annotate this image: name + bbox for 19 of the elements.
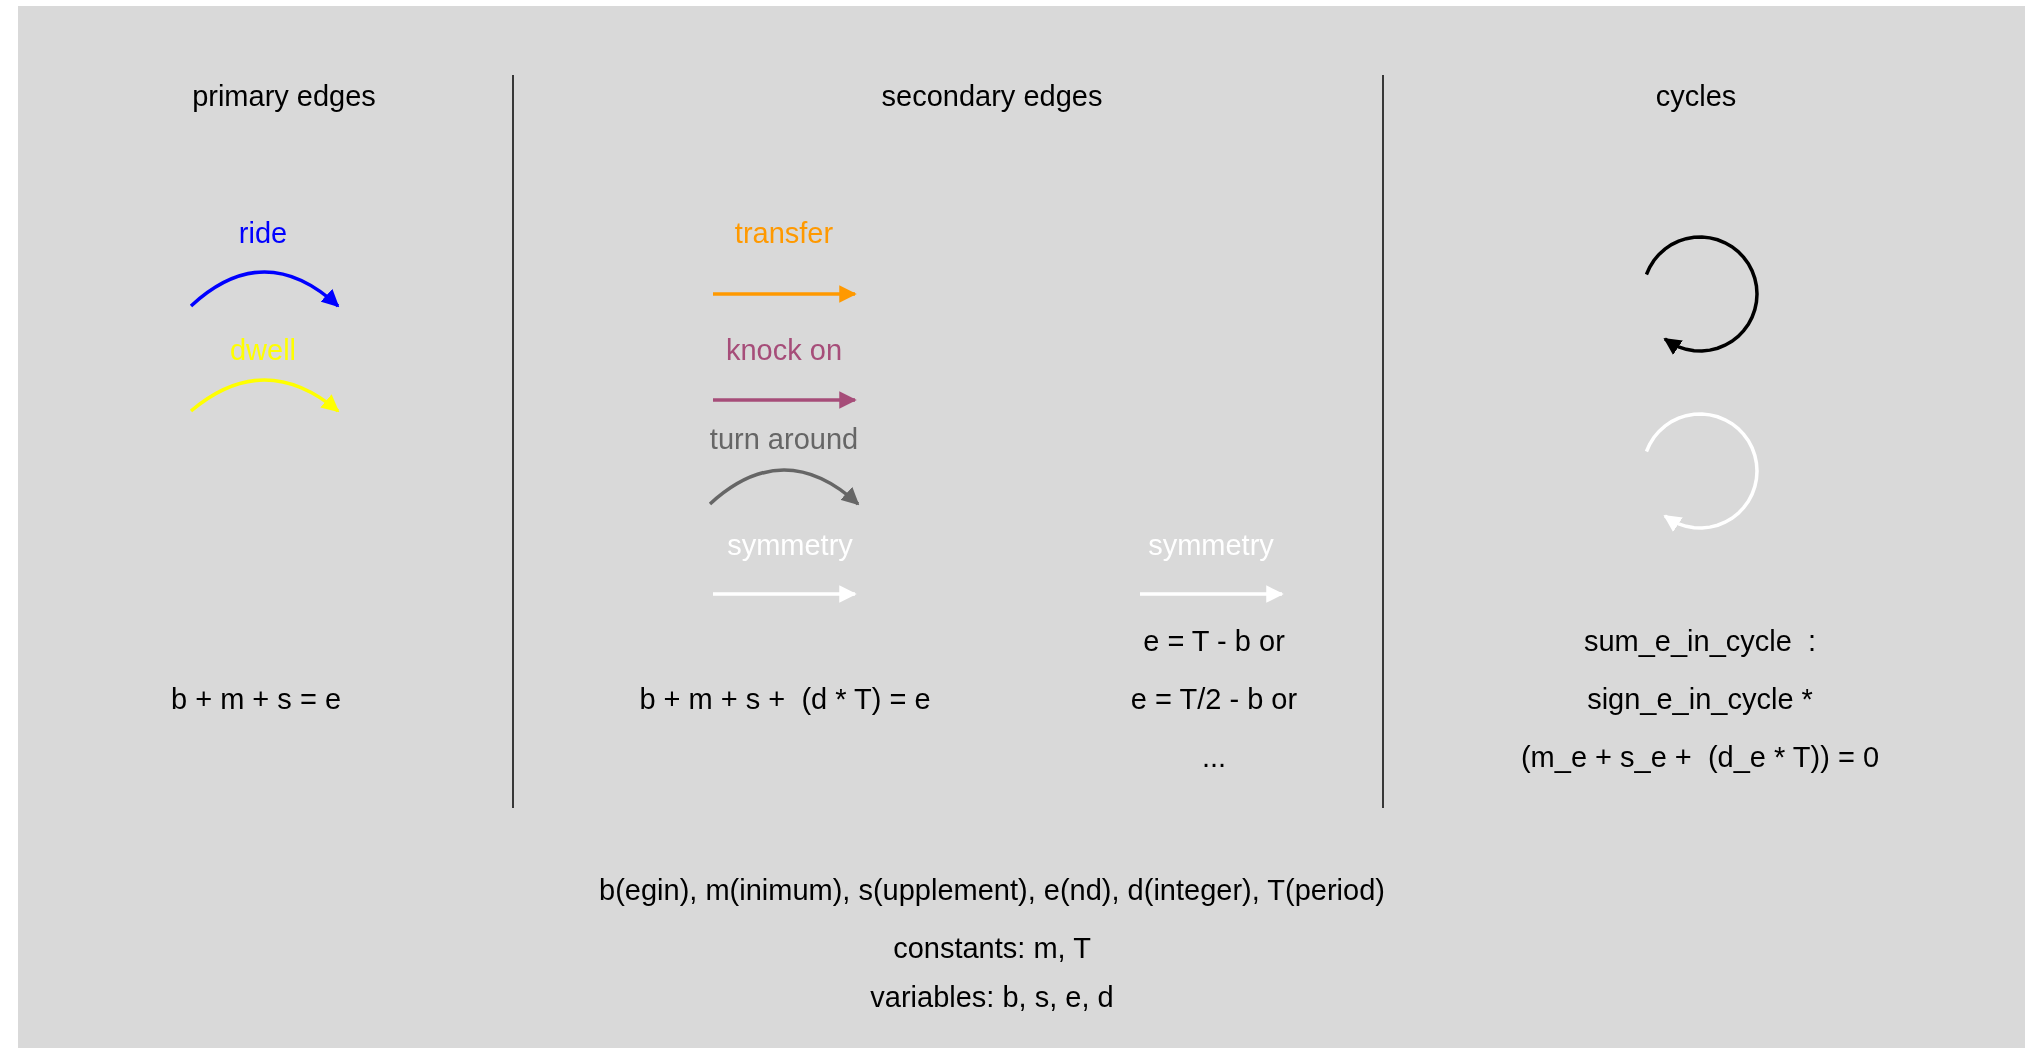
note-text: constants: m, T <box>893 933 1091 965</box>
legend-label: dwell <box>229 335 297 367</box>
column-heading: secondary edges <box>881 81 1103 113</box>
formula-text: b + m + s + (d * T) = e <box>639 684 931 716</box>
formula-text: sign_e_in_cycle * <box>1587 684 1813 716</box>
formula-text: sum_e_in_cycle : <box>1583 626 1817 658</box>
formula-text: e = T - b or <box>1143 626 1285 658</box>
legend-label: ride <box>238 218 288 250</box>
legend-label: transfer <box>734 218 834 250</box>
formula-text: (m_e + s_e + (d_e * T)) = 0 <box>1520 742 1880 774</box>
formula-text: ... <box>1201 742 1227 774</box>
column-heading: cycles <box>1655 81 1737 113</box>
formula-text: b + m + s = e <box>170 684 342 716</box>
note-text: b(egin), m(inimum), s(upplement), e(nd), d(integer), T(period) <box>599 875 1385 907</box>
note-text: variables: b, s, e, d <box>870 982 1114 1014</box>
legend-label: knock on <box>725 335 843 367</box>
column-heading: primary edges <box>192 81 376 113</box>
legend-label: turn around <box>709 424 859 456</box>
formula-text: e = T/2 - b or <box>1130 684 1298 716</box>
